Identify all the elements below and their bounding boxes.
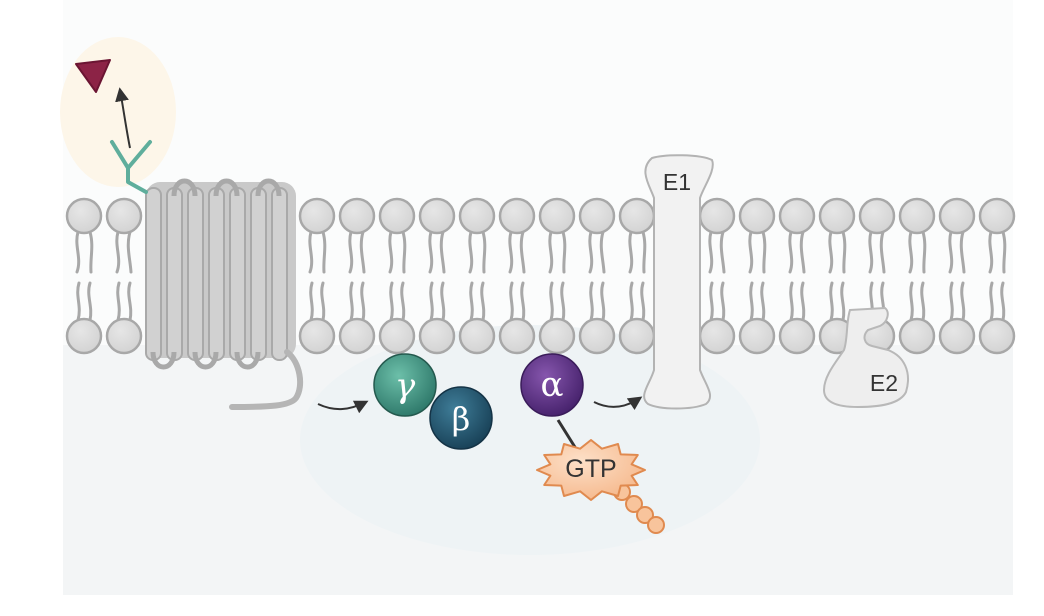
transmembrane-helix bbox=[208, 187, 225, 361]
e1-label: E1 bbox=[663, 169, 691, 195]
transmembrane-helix bbox=[187, 187, 204, 361]
gtp-label: GTP bbox=[565, 455, 616, 483]
gamma-subunit: γ bbox=[373, 353, 437, 417]
phospholipid bbox=[338, 197, 376, 355]
phospholipid bbox=[618, 197, 656, 355]
phospholipid bbox=[498, 197, 536, 355]
extracellular-loop bbox=[213, 178, 240, 197]
alpha-label: α bbox=[541, 365, 564, 405]
beta-label: β bbox=[452, 400, 471, 438]
phosphate-bead bbox=[647, 516, 665, 534]
gpcr-seven-transmembrane-icon bbox=[145, 178, 296, 370]
gtp-molecule: GTP bbox=[536, 439, 665, 534]
effector-e1: E1 bbox=[643, 154, 714, 410]
ligand-release-arrow bbox=[115, 87, 131, 149]
effector-e2: E2 bbox=[822, 306, 909, 409]
phospholipid bbox=[105, 197, 143, 355]
transmembrane-helix bbox=[166, 187, 183, 361]
phospholipid bbox=[65, 197, 103, 355]
gamma-label: γ bbox=[395, 366, 416, 406]
transmembrane-helix bbox=[229, 187, 246, 361]
phospholipid bbox=[738, 197, 776, 355]
phosphate-bead bbox=[625, 495, 643, 513]
ligand-halo bbox=[60, 37, 176, 187]
transmembrane-helix bbox=[250, 187, 267, 361]
ligand-triangle-icon bbox=[75, 59, 111, 93]
phospholipid bbox=[418, 197, 456, 355]
phospholipid bbox=[898, 197, 936, 355]
phospholipid bbox=[458, 197, 496, 355]
phospholipid bbox=[538, 197, 576, 355]
phospholipid bbox=[978, 197, 1016, 355]
phosphate-bead bbox=[636, 506, 654, 524]
extracellular-loop bbox=[255, 178, 282, 197]
receptor-c-terminal-tail bbox=[229, 349, 304, 410]
membrane-bilayer bbox=[65, 197, 1016, 355]
ligand-binding-site bbox=[110, 140, 152, 194]
phospholipid bbox=[938, 197, 976, 355]
phospholipid bbox=[578, 197, 616, 355]
extracellular-loop bbox=[171, 178, 198, 197]
intracellular-loop bbox=[150, 351, 177, 370]
phospholipid bbox=[298, 197, 336, 355]
transmembrane-helix bbox=[271, 187, 288, 361]
phospholipid bbox=[818, 197, 856, 355]
transmembrane-helix bbox=[145, 187, 162, 361]
intracellular-loop bbox=[192, 351, 219, 370]
activation-arrow-receptor bbox=[317, 400, 369, 414]
e2-label: E2 bbox=[870, 370, 898, 396]
beta-subunit: β bbox=[429, 386, 493, 450]
phospholipid bbox=[378, 197, 416, 355]
intracellular-loop bbox=[234, 351, 261, 370]
phospholipid bbox=[778, 197, 816, 355]
alpha-subunit: α bbox=[520, 353, 584, 453]
activation-arrow-alpha bbox=[593, 396, 643, 411]
